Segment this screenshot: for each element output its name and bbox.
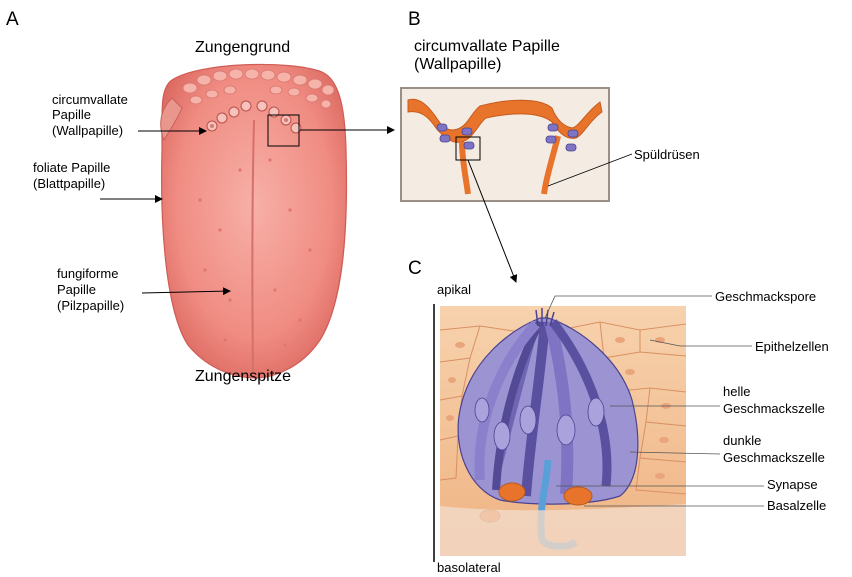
tongue-root-label: Zungengrund	[195, 39, 290, 57]
basolateral-label: basolateral	[437, 560, 501, 575]
connective-tissue	[440, 504, 686, 556]
fungiform-line-2: Papille	[57, 282, 96, 297]
tongue-illustration	[161, 64, 347, 378]
papilla-section	[401, 88, 609, 201]
synapse-label: Synapse	[767, 477, 818, 492]
circumvallate-line-1: circumvallate	[52, 92, 128, 107]
basal-label: Basalzelle	[767, 498, 826, 513]
papilla-title-line-1: circumvallate Papille	[414, 38, 560, 56]
tongue-body	[162, 64, 347, 378]
light-cell-line-2: Geschmackszelle	[723, 401, 825, 416]
tongue-tip-label: Zungenspitze	[195, 368, 291, 386]
foliate-line-2: (Blattpapille)	[33, 176, 105, 191]
dark-cell-line-1: dunkle	[723, 433, 761, 448]
panel-c-label: C	[408, 261, 422, 276]
epithelial-label: Epithelzellen	[755, 339, 829, 354]
dark-cell-line-2: Geschmackszelle	[723, 450, 825, 465]
apical-label: apikal	[437, 282, 471, 297]
taste-bud-illustration	[440, 306, 686, 556]
panel-a-label: A	[6, 12, 19, 27]
pore-label: Geschmackspore	[715, 289, 816, 304]
fungiform-line-1: fungiforme	[57, 266, 118, 281]
panel-b-label: B	[408, 12, 421, 27]
foliate-line-1: foliate Papille	[33, 160, 110, 175]
fungiform-line-3: (Pilzpapille)	[57, 298, 124, 313]
circumvallate-line-2: Papille	[52, 107, 91, 122]
light-cell-line-1: helle	[723, 384, 750, 399]
circumvallate-line-3: (Wallpapille)	[52, 123, 123, 138]
papilla-title-line-2: (Wallpapille)	[414, 56, 501, 74]
gland-label: Spüldrüsen	[634, 147, 700, 162]
